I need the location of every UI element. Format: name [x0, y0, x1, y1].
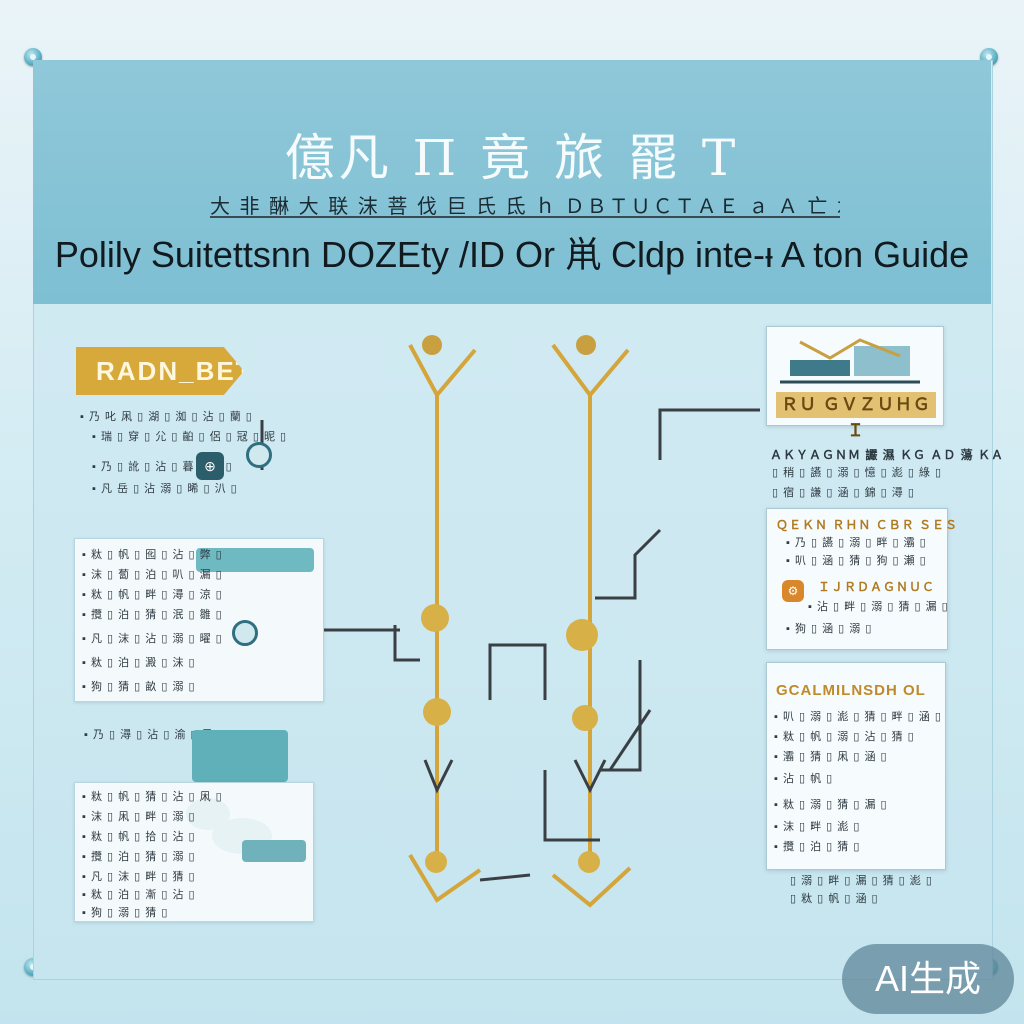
gold-node-4	[572, 705, 598, 731]
gold-node-top-right	[576, 335, 596, 355]
connector-r4	[608, 709, 652, 771]
arrow-bottom	[479, 873, 531, 882]
left-card-2-line-6: ▪ 粏 ▯ 泊 ▯ 漸 ▯ 沾 ▯	[82, 889, 196, 901]
right-card-c-heading: GCALMILNSDH OL	[776, 682, 926, 699]
right-card-b	[766, 508, 948, 650]
section-tag: RADN_BETA	[76, 347, 244, 395]
right-gold-label: ＲＵ ＧＶＺＵＨＧＩ	[776, 392, 936, 440]
right-card-b-subheading: ＩＪＲＤＡＧＮＵＣ	[818, 580, 936, 594]
right-card-c-line-3: ▪ 灞 ▯ 猜 ▯ 凩 ▯ 涵 ▯	[774, 751, 888, 763]
left-card-1-line-4: ▪ 攬 ▯ 泊 ▯ 猜 ▯ 泯 ▯ 雛 ▯	[82, 609, 223, 621]
node-icon-left: ⊕	[196, 452, 224, 480]
right-card-b-line-3: ▪ 沾 ▯ 畔 ▯ 溺 ▯ 猜 ▯ 漏 ▯	[808, 601, 949, 613]
left-card-2-line-1: ▪ 粏 ▯ 帆 ▯ 猜 ▯ 沾 ▯ 凩 ▯	[82, 791, 223, 803]
left-text-5: ▪ 乃 ▯ 潯 ▯ 沾 ▯ 渝 ▯ 凩 ▯	[84, 729, 225, 741]
right-card-a-heading: ＡＫＹＡＧＮＭ 讝 濕 ＫＧ ＡＤ 蕩 ＫＡ	[770, 448, 1005, 462]
subtitle-en: Polily Suitettsnn DOZEty /ID Or 鼡 Cldp i…	[54, 234, 970, 275]
left-card-2-line-3: ▪ 粏 ▯ 帆 ▯ 拾 ▯ 沾 ▯	[82, 831, 196, 843]
right-footer-line-2: ▯ 粏 ▯ 帆 ▯ 涵 ▯	[790, 893, 879, 905]
left-card-1-line-2: ▪ 沫 ▯ 蔔 ▯ 泊 ▯ 叭 ▯ 漏 ▯	[82, 569, 223, 581]
connector-l3	[393, 625, 420, 662]
dark-connector-lines	[255, 408, 760, 882]
right-card-b-line-2: ▪ 叭 ▯ 涵 ▯ 猜 ▯ 狗 ▯ 瀬 ▯	[786, 555, 927, 567]
right-card-c-line-7: ▪ 攬 ▯ 泊 ▯ 猜 ▯	[774, 841, 861, 853]
gold-node-top-left	[422, 335, 442, 355]
left-teal-pill	[242, 840, 306, 862]
right-card-a-line-2: ▯ 宿 ▯ 謙 ▯ 涵 ▯ 錦 ▯ 潯 ▯	[772, 487, 915, 499]
left-text-1: ▪ 乃 叱 凩 ▯ 湖 ▯ 洳 ▯ 沾 ▯ 蘭 ▯	[80, 411, 253, 423]
left-card-2-line-7: ▪ 狗 ▯ 溺 ▯ 猜 ▯	[82, 907, 169, 919]
left-card-2-line-5: ▪ 凡 ▯ 沫 ▯ 畔 ▯ 猜 ▯	[82, 871, 196, 883]
right-card-c-line-6: ▪ 沫 ▯ 畔 ▯ 滮 ▯	[774, 821, 861, 833]
page-title: 億凡 Π 竟 旅 罷 Τ	[284, 129, 740, 187]
right-footer-line-1: ▯ 溺 ▯ 畔 ▯ 漏 ▯ 猜 ▯ 滮 ▯	[790, 875, 933, 887]
arrow-down-right	[573, 759, 607, 794]
connector-r2	[658, 408, 760, 460]
circle-icon-left-2	[232, 620, 258, 646]
left-text-4: ▪ 凡 岳 ▯ 沾 溺 ▯ 晞 ▯ 汃 ▯	[92, 483, 238, 495]
gold-icons	[421, 335, 600, 873]
left-teal-box	[192, 730, 288, 782]
right-card-c	[766, 662, 946, 870]
right-card-a-line-1: ▯ 稍 ▯ 讌 ▯ 溺 ▯ 憶 ▯ 滮 ▯ 綠 ▯	[772, 467, 943, 479]
left-card-1-line-1: ▪ 粏 ▯ 帆 ▯ 囮 ▯ 沾 ▯ 弊 ▯	[82, 549, 223, 561]
arrow-down-left	[423, 759, 454, 794]
right-card-c-line-4: ▪ 沾 ▯ 帆 ▯	[774, 773, 834, 785]
right-card-b-heading: ＱＥＫＮ ＲＨＮ ＣＢＲ ＳＥＳ	[776, 518, 959, 532]
left-card-2-line-2: ▪ 沫 ▯ 凩 ▯ 畔 ▯ 溺 ▯	[82, 811, 196, 823]
right-card-b-line-1: ▪ 乃 ▯ 讌 ▯ 溺 ▯ 畔 ▯ 灞 ▯	[786, 537, 927, 549]
gold-chevron-bottom-right	[551, 866, 632, 908]
ai-generated-badge: AI生成	[842, 944, 1014, 1014]
left-text-2: ▪ 瑞 ▯ 穿 ▯ 尣 ▯ 齨 ▯ 侶 ▯ 冦 ▯ 昵 ▯	[92, 431, 288, 443]
right-card-c-line-5: ▪ 粏 ▯ 溺 ▯ 猜 ▯ 漏 ▯	[774, 799, 888, 811]
header-banner	[33, 60, 991, 304]
gold-node-5	[425, 851, 447, 873]
left-card-1-line-7: ▪ 狗 ▯ 猜 ▯ 畝 ▯ 溺 ▯	[82, 681, 196, 693]
gold-chevron-bottom-left	[408, 853, 482, 903]
gold-chevron-left	[408, 344, 477, 399]
gold-node-6	[578, 851, 600, 873]
gold-node-3	[566, 619, 598, 651]
connector-mid	[488, 643, 547, 700]
gold-chevron-right	[551, 343, 630, 399]
left-card-1-line-6: ▪ 粏 ▯ 泊 ▯ 澱 ▯ 沫 ▯	[82, 657, 196, 669]
left-card-1-line-5: ▪ 凡 ▯ 沫 ▯ 沾 ▯ 溺 ▯ 曜 ▯	[82, 633, 223, 645]
right-card-b-line-4: ▪ 狗 ▯ 涵 ▯ 溺 ▯	[786, 623, 873, 635]
connector-mid2	[543, 770, 600, 842]
right-card-c-line-1: ▪ 叭 ▯ 溺 ▯ 滮 ▯ 猜 ▯ 畔 ▯ 涵 ▯	[774, 711, 942, 723]
connector-r3	[595, 528, 662, 600]
circle-icon-left-1	[246, 442, 272, 468]
left-card-1-line-3: ▪ 粏 ▯ 帆 ▯ 畔 ▯ 潯 ▯ 涼 ▯	[82, 589, 223, 601]
right-card-c-line-2: ▪ 粏 ▯ 帆 ▯ 溺 ▯ 沾 ▯ 猜 ▯	[774, 731, 915, 743]
connector-r1	[600, 660, 642, 772]
gold-node-1	[421, 604, 449, 632]
right-card-b-icon: ⚙	[782, 580, 804, 602]
gold-node-2	[423, 698, 451, 726]
left-card-1-banner	[196, 548, 314, 572]
left-card-2-line-4: ▪ 攬 ▯ 泊 ▯ 猜 ▯ 溺 ▯	[82, 851, 196, 863]
subtitle-cn: 大 非 醂 大 联 沫 菩 伐 巨 氏 氐 ｈ ＤＢＴＵＣＴＡＥ ａ Ａ 亡 水…	[210, 190, 840, 218]
machine-illustration	[780, 338, 920, 384]
